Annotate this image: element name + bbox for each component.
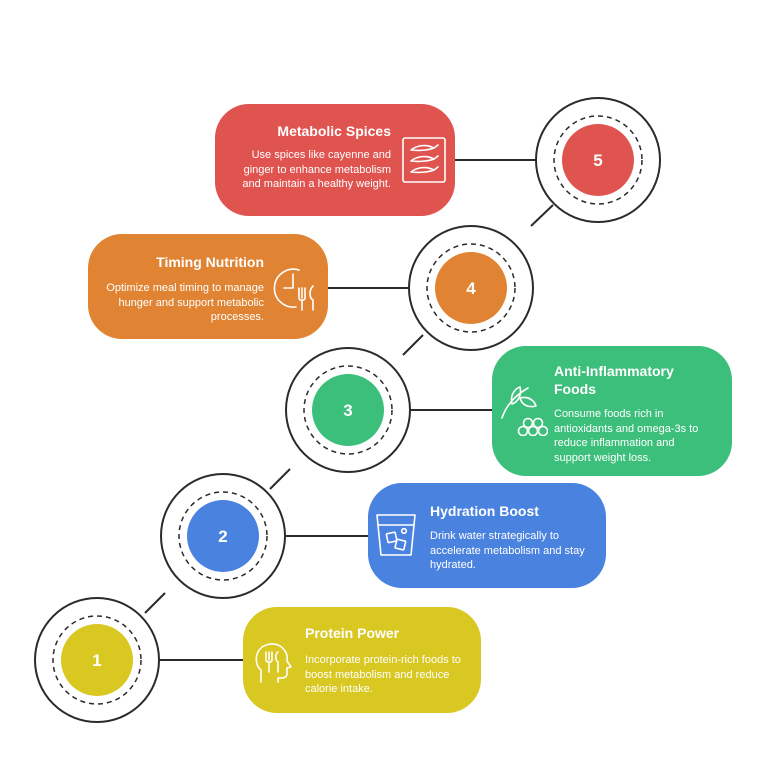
step-card-5: Metabolic Spices Use spices like cayenne… — [215, 104, 455, 216]
step-card-1: Protein Power Incorporate protein-rich f… — [243, 607, 481, 713]
connector-2-3 — [269, 468, 291, 490]
step-title-4: Timing Nutrition — [156, 254, 264, 270]
water-glass-icon — [374, 512, 418, 563]
step-number-5: 5 — [593, 151, 602, 170]
step-title-5: Metabolic Spices — [277, 123, 391, 139]
head-fork-icon — [253, 640, 297, 689]
step-number-2: 2 — [218, 527, 227, 546]
step-ring-dashed-2 — [178, 491, 268, 581]
step-circle-3 — [312, 374, 384, 446]
step-title-1: Protein Power — [305, 625, 400, 641]
step-ring-dashed-4 — [426, 243, 516, 333]
leaf-berries-icon — [498, 384, 549, 441]
connector-4-5 — [530, 204, 554, 227]
step-description-5: Use spices like cayenne and ginger to en… — [242, 149, 391, 190]
clock-utensils-icon — [272, 264, 320, 317]
step-card-3: Anti-Inflammatory Foods Consume foods ri… — [492, 346, 732, 476]
step-number-4: 4 — [466, 279, 476, 298]
chili-peppers-icon — [401, 136, 447, 189]
step-circle-4 — [435, 252, 507, 324]
step-circle-1 — [61, 624, 133, 696]
step-number-1: 1 — [92, 651, 101, 670]
step-description-1: Incorporate protein-rich foods to boost … — [305, 654, 461, 695]
step-circle-5 — [562, 124, 634, 196]
connector-1-2 — [144, 592, 166, 614]
step-ring-dashed-5 — [553, 115, 643, 205]
step-circle-2 — [187, 500, 259, 572]
step-card-2: Hydration Boost Drink water strategicall… — [368, 483, 606, 588]
step-ring-dashed-3 — [303, 365, 393, 455]
step-title-3: Anti-Inflammatory Foods — [554, 363, 674, 397]
step-description-3: Consume foods rich in antioxidants and o… — [554, 408, 699, 464]
step-title-2: Hydration Boost — [430, 503, 539, 519]
step-number-3: 3 — [343, 401, 352, 420]
step-ring-dashed-1 — [52, 615, 142, 705]
step-description-4: Optimize meal timing to manage hunger an… — [106, 282, 264, 323]
step-card-4: Timing Nutrition Optimize meal timing to… — [88, 234, 328, 339]
step-description-2: Drink water strategically to accelerate … — [430, 530, 585, 571]
connector-3-4 — [402, 334, 424, 356]
